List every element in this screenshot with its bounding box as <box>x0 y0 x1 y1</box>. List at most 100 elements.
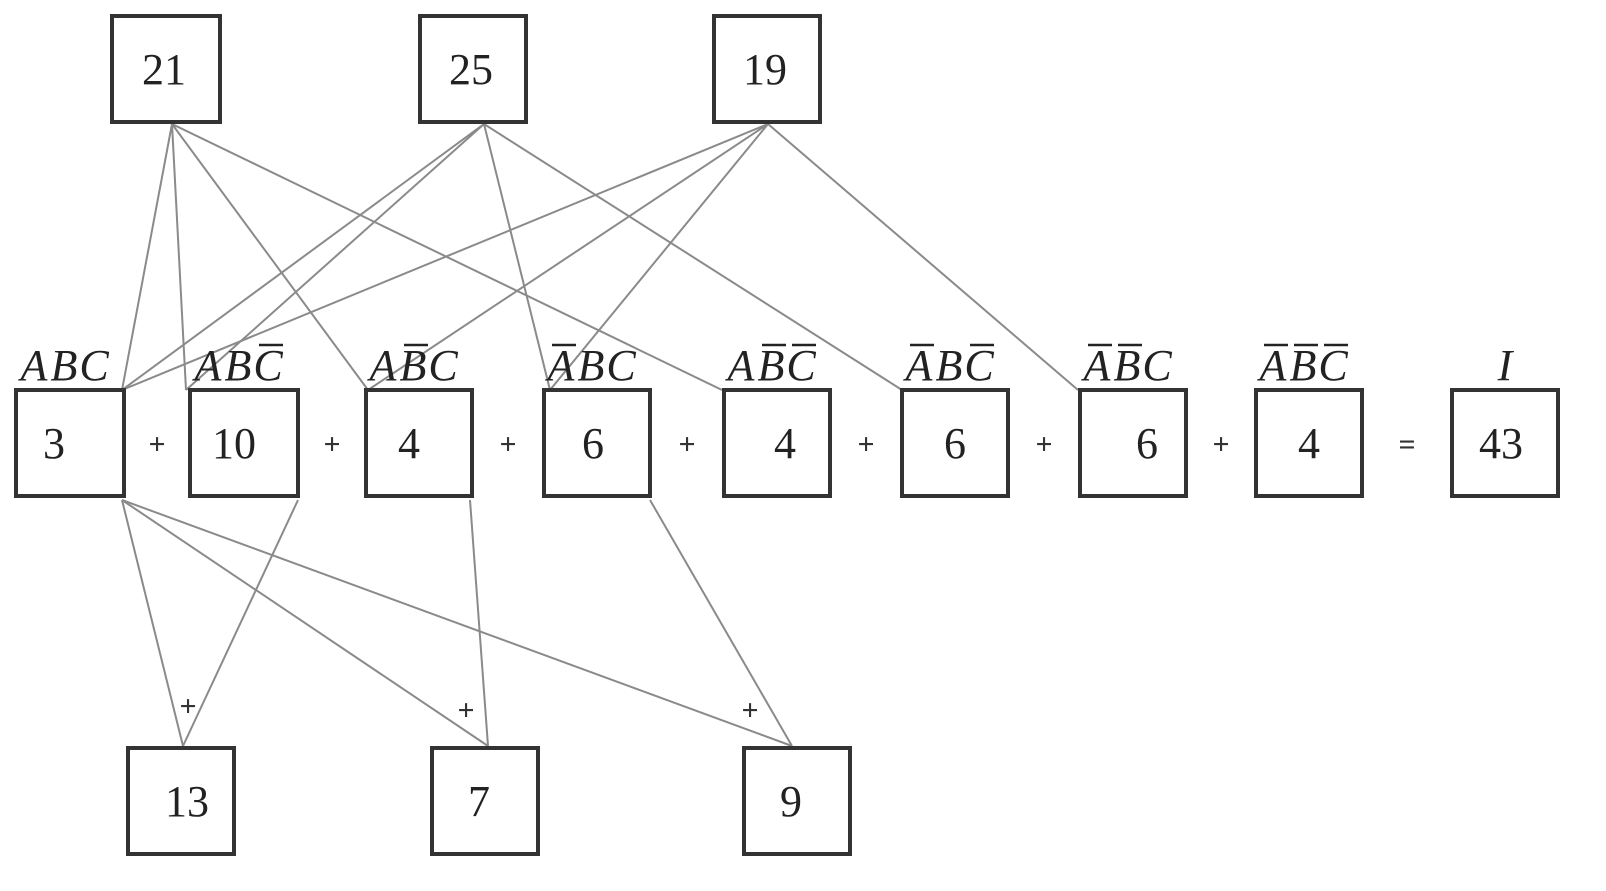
term-node-3-box <box>364 388 474 498</box>
term-label-7-letter: A <box>1081 341 1112 390</box>
total-label: I <box>1497 341 1515 390</box>
term-label-7-letter: C <box>1142 341 1172 390</box>
bottom-node-9-value: 9 <box>780 777 802 826</box>
bottom-plus-operator: + <box>179 690 196 723</box>
operators: +++++++=+++ <box>148 428 1415 727</box>
term-label-1-letter: B <box>51 341 78 390</box>
bottom-node-9: 9 <box>742 746 852 856</box>
term-node-7: 6 <box>1078 388 1188 498</box>
term-node-6-value: 6 <box>944 419 966 468</box>
term-node-5: 4 <box>722 388 832 498</box>
term-label-5-letter: C <box>786 341 816 390</box>
edge-t2-m2 <box>185 123 485 391</box>
top-node-19-value: 19 <box>743 45 787 94</box>
edge-t3-m7 <box>767 123 1079 391</box>
edge-m3-b2 <box>469 499 489 747</box>
top-node-25: 25 <box>418 14 528 124</box>
total-node-value: 43 <box>1479 419 1523 468</box>
term-label-6-letter: B <box>936 341 963 390</box>
term-label-4-letter: B <box>578 341 605 390</box>
plus-operator: + <box>1035 428 1052 461</box>
top-node-25-box <box>418 14 528 124</box>
term-label-8-letter: B <box>1290 341 1317 390</box>
term-label-1-letter: C <box>79 341 109 390</box>
edge-t2-m6 <box>483 123 903 391</box>
term-node-4-box <box>542 388 652 498</box>
term-label-3-letter: B <box>400 341 427 390</box>
term-label-8-letter: C <box>1318 341 1348 390</box>
equals-operator: = <box>1398 428 1415 461</box>
edge-t1-m1 <box>121 123 173 391</box>
plus-operator: + <box>323 428 340 461</box>
term-node-8-box <box>1254 388 1364 498</box>
connection-lines <box>121 123 1079 747</box>
term-label-4-letter: C <box>606 341 636 390</box>
term-label-2-letter: A <box>192 341 223 390</box>
term-label-3-letter: A <box>367 341 398 390</box>
top-node-19-box <box>712 14 822 124</box>
term-node-4: 6 <box>542 388 652 498</box>
term-label-6-letter: A <box>903 341 934 390</box>
term-node-3: 4 <box>364 388 474 498</box>
term-label-5-letter: A <box>725 341 756 390</box>
term-node-1-box <box>14 388 126 498</box>
term-node-2-box <box>188 388 300 498</box>
total-node: 43 <box>1450 388 1560 498</box>
term-node-2: 10 <box>188 388 300 498</box>
top-node-21-value: 21 <box>142 45 186 94</box>
top-node-21-box <box>110 14 222 124</box>
bottom-node-7-box <box>430 746 540 856</box>
edge-m1-b3 <box>121 499 793 747</box>
term-node-5-box <box>722 388 832 498</box>
term-node-6-box <box>900 388 1010 498</box>
top-node-21: 21 <box>110 14 222 124</box>
term-node-7-value: 6 <box>1136 419 1158 468</box>
term-node-8: 4 <box>1254 388 1364 498</box>
edge-t3-m1 <box>121 123 769 391</box>
edge-m1-b2 <box>121 499 489 747</box>
bottom-node-13-box <box>126 746 236 856</box>
top-node-19: 19 <box>712 14 822 124</box>
term-node-3-value: 4 <box>398 419 420 468</box>
term-label-2-letter: B <box>225 341 252 390</box>
term-node-2-value: 10 <box>212 419 256 468</box>
bottom-plus-operator: + <box>457 694 474 727</box>
bottom-node-9-box <box>742 746 852 856</box>
term-label-7-letter: B <box>1114 341 1141 390</box>
bottom-node-13-value: 13 <box>165 777 209 826</box>
edge-m2-b1 <box>182 499 299 747</box>
total-node-box <box>1450 388 1560 498</box>
edge-t1-m3 <box>171 123 369 391</box>
edge-t3-m3 <box>367 123 769 391</box>
term-label-5-letter: B <box>758 341 785 390</box>
top-node-25-value: 25 <box>449 45 493 94</box>
term-node-1: 3 <box>14 388 126 498</box>
edge-m4-b3 <box>649 499 793 747</box>
bottom-node-7-value: 7 <box>468 777 490 826</box>
term-node-1-value: 3 <box>43 419 65 468</box>
term-node-5-value: 4 <box>774 419 796 468</box>
edge-t1-m2 <box>171 123 187 391</box>
bottom-node-7: 7 <box>430 746 540 856</box>
plus-operator: + <box>1212 428 1229 461</box>
bottom-node-13: 13 <box>126 746 236 856</box>
term-label-1-letter: A <box>18 341 49 390</box>
bottom-plus-operator: + <box>741 694 758 727</box>
term-label-4-letter: A <box>545 341 576 390</box>
edge-t2-m1 <box>121 123 485 391</box>
term-label-6-letter: C <box>964 341 994 390</box>
term-node-7-box <box>1078 388 1188 498</box>
total-label-letter: I <box>1497 341 1515 390</box>
term-node-6: 6 <box>900 388 1010 498</box>
term-node-4-value: 6 <box>582 419 604 468</box>
plus-operator: + <box>678 428 695 461</box>
